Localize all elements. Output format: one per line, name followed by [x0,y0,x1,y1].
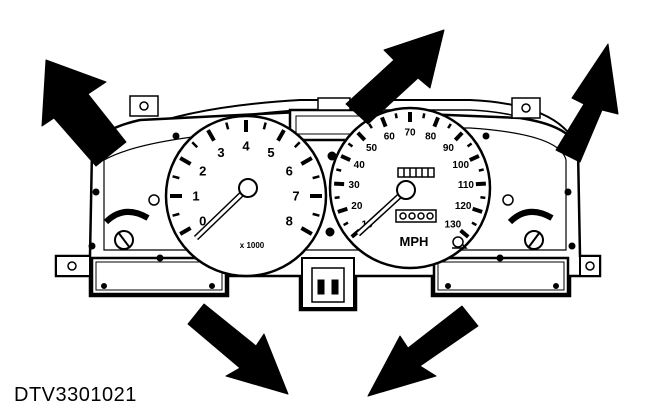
tachometer-tick-mark [300,156,313,166]
speedometer-tick-mark [471,221,477,227]
tachometer-tick-mark [262,122,267,130]
speedometer-tick-mark [480,196,486,200]
speedometer-tick-mark [356,131,367,142]
tachometer-tick-mark [293,141,301,149]
speedometer-tick-mark [347,142,354,148]
speedometer-tick-label: 100 [452,160,469,171]
tachometer-tick-mark [179,156,192,166]
speedometer-tick-label: 60 [384,131,396,142]
tachometer-needle [193,178,258,241]
callout-arrow-upper-left [41,59,127,167]
speedometer-tick-mark [453,131,464,142]
tachometer-tick-label: 6 [286,164,293,179]
screws [88,132,576,289]
speedometer-tick-label: 20 [351,201,363,212]
odometer-display [395,167,437,223]
speedometer-tick-label: 130 [445,219,462,230]
tachometer-tick-label: 4 [242,139,250,154]
tachometer-tick-mark [300,226,313,236]
callout-arrow-upper-right [555,43,619,163]
speedometer-tick-mark [368,123,373,129]
speedometer-tick-mark [466,142,473,148]
tachometer-tick-mark [312,175,320,180]
callout-arrow-lower-right [367,305,479,397]
speedometer-tick-mark [337,206,348,214]
document-id: DTV3301021 [14,384,137,406]
tachometer-tick-marks [170,120,322,236]
tachometer-tick-label: 7 [292,189,299,204]
speedometer-tick-mark [432,116,440,128]
speedometer-tick-mark [468,154,480,162]
speedometer: 102030405060708090100110120130 MPH [328,106,492,270]
speedometer-tick-mark [334,181,345,187]
speedometer-tick-label: 40 [354,160,366,171]
speedometer-tick-mark [478,168,484,172]
speedometer-unit: MPH [400,234,429,249]
speedometer-needle [355,180,416,237]
speedometer-tick-mark [343,221,349,227]
speedometer-tick-mark [336,168,342,172]
tachometer-tick-mark [312,212,320,217]
tachometer-tick-label: 8 [286,214,293,229]
trip-reset-knob [452,236,468,249]
speedometer-tick-label: 70 [404,128,416,139]
tachometer-tick-mark [172,175,180,180]
speedometer-tick-mark [475,181,486,187]
speedometer-tick-label: 30 [349,180,361,191]
tachometer-multiplier: x 1000 [240,241,265,250]
speedometer-tick-label: 90 [443,143,455,154]
tachometer-tick-label: 1 [192,189,199,204]
speedometer-tick-mark [447,123,452,129]
tachometer-tick-label: 3 [217,145,224,160]
speedometer-tick-label: 110 [458,180,475,191]
callout-arrow-top-center [345,29,445,125]
speedometer-tick-label: 50 [366,143,378,154]
tachometer-tick-mark [179,226,192,236]
tachometer-tick-label: 5 [267,145,274,160]
callout-arrow-lower-left [187,303,289,395]
tachometer-tick-label: 0 [199,214,206,229]
tachometer-tick-mark [206,129,216,142]
speedometer-tick-label: 80 [425,131,437,142]
speedometer-tick-label: 120 [455,201,472,212]
callout-arrows [41,29,619,397]
speedometer-tick-mark [380,116,388,128]
speedometer-tick-marks [334,112,486,239]
tachometer-tick-mark [191,141,199,149]
speedometer-tick-mark [472,206,483,214]
tachometer-tick-mark [172,212,180,217]
center-connector [301,257,355,309]
tachometer-tick-mark [225,122,230,130]
tachometer-tick-label: 2 [199,164,206,179]
speedometer-tick-mark [394,113,398,119]
speedometer-tick-mark [422,113,426,119]
speedometer-tick-mark [340,154,352,162]
tachometer-tick-mark [276,129,286,142]
speedometer-tick-mark [459,228,470,239]
speedometer-tick-mark [334,196,340,200]
side-gauges [103,194,554,250]
